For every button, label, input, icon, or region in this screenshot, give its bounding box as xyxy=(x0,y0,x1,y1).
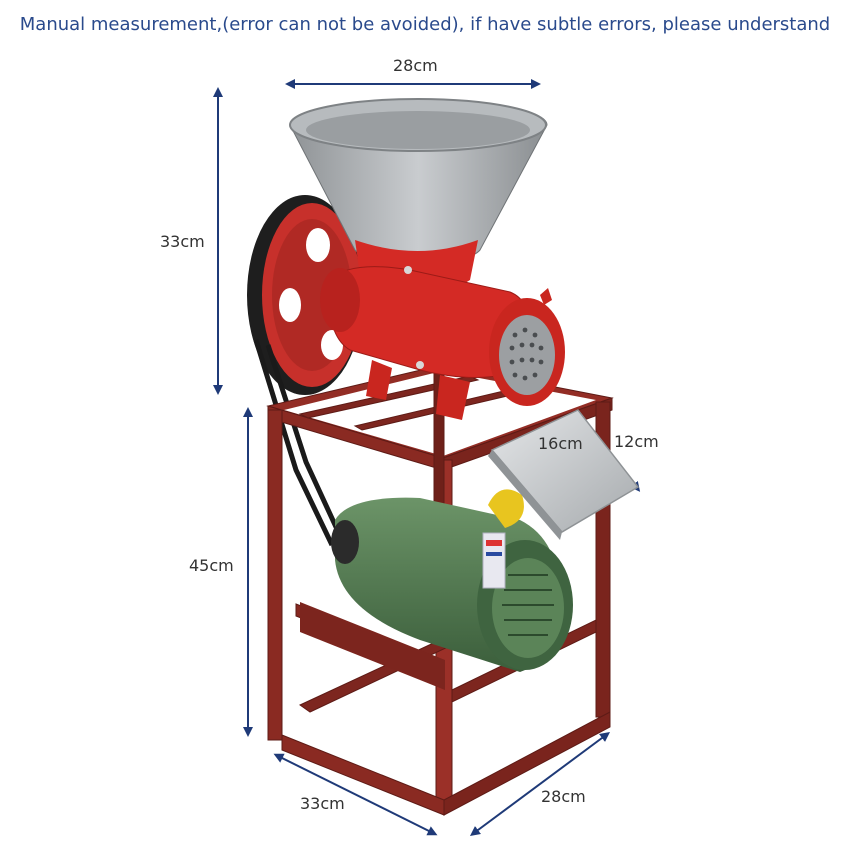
hopper-width-label: 28cm xyxy=(393,56,438,75)
base-depth-label: 33cm xyxy=(300,794,345,813)
base-width-arrow xyxy=(469,732,611,836)
drive-belt xyxy=(253,339,345,547)
steel-hopper xyxy=(289,98,548,263)
base-width-label: 28cm xyxy=(541,787,586,806)
stand-height-label: 45cm xyxy=(189,556,234,575)
measurement-note: Manual measurement,(error can not be avo… xyxy=(19,14,831,35)
pulley-wheel xyxy=(247,195,363,395)
hopper-height-label: 33cm xyxy=(160,232,205,251)
electric-motor xyxy=(300,489,573,690)
grinder-body xyxy=(320,240,565,420)
base-depth-arrow xyxy=(273,753,438,836)
stainless-tray xyxy=(488,409,640,540)
tray-length-label: 16cm xyxy=(538,434,583,453)
tray-width-label: 12cm xyxy=(614,432,659,451)
